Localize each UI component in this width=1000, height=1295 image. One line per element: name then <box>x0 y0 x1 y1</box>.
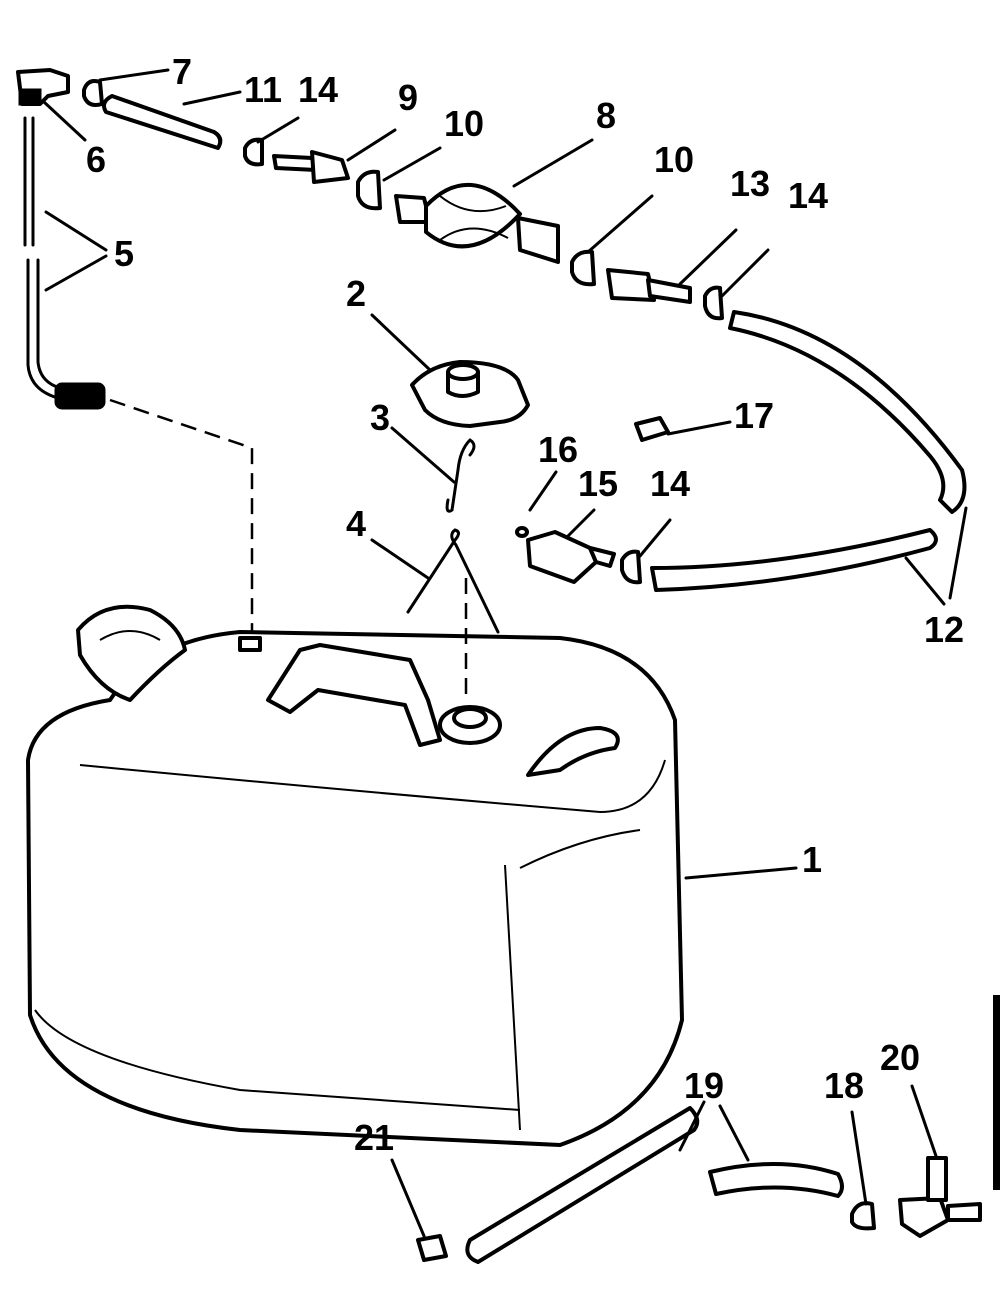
assembly-line-pickup <box>109 398 254 632</box>
callout-labels: 7 6 11 14 9 10 8 10 13 14 5 2 3 17 16 15… <box>86 51 964 1158</box>
callout-13: 13 <box>730 163 770 204</box>
clamp-10-left <box>356 169 382 211</box>
callout-4: 4 <box>346 503 366 544</box>
short-hose <box>102 94 223 150</box>
callout-18: 18 <box>824 1065 864 1106</box>
page-edge-bar <box>993 995 1000 1190</box>
clamp-21 <box>416 1234 448 1262</box>
callout-7: 7 <box>172 51 192 92</box>
hose-fitting-13 <box>606 268 692 304</box>
callout-6: 6 <box>86 139 106 180</box>
clamp-7 <box>82 79 104 107</box>
clamp-17 <box>634 416 670 442</box>
callout-14c: 14 <box>650 463 690 504</box>
spring-clip <box>406 528 500 634</box>
callout-5: 5 <box>114 233 134 274</box>
callout-14b: 14 <box>788 175 828 216</box>
callout-9: 9 <box>398 77 418 118</box>
elbow-fitting <box>16 68 70 106</box>
hook <box>445 438 476 513</box>
o-ring-16 <box>515 526 529 538</box>
clamp-18 <box>850 1201 876 1231</box>
callout-3: 3 <box>370 397 390 438</box>
callout-15: 15 <box>578 463 618 504</box>
callout-11: 11 <box>244 69 282 110</box>
primer-bulb <box>394 183 560 264</box>
callout-19: 19 <box>684 1065 724 1106</box>
filler-cap <box>410 360 530 428</box>
callout-17: 17 <box>734 395 774 436</box>
callout-21: 21 <box>354 1117 394 1158</box>
connector-15 <box>526 530 616 584</box>
long-hose <box>650 310 967 592</box>
fuel-tank <box>26 604 684 1147</box>
leader-lines <box>42 68 968 1238</box>
callout-14a: 14 <box>298 69 338 110</box>
callout-12: 12 <box>924 609 964 650</box>
callout-1: 1 <box>802 839 822 880</box>
callout-16: 16 <box>538 429 578 470</box>
callout-20: 20 <box>880 1037 920 1078</box>
pickup-tube <box>23 116 106 410</box>
connector-20 <box>898 1156 982 1238</box>
clamp-14-top <box>243 137 264 167</box>
callout-8: 8 <box>596 95 616 136</box>
clamp-14-right <box>703 285 724 321</box>
hose-19 <box>465 1106 844 1264</box>
callout-10b: 10 <box>654 139 694 180</box>
clamp-10-right <box>570 249 596 287</box>
clamp-14-mid <box>620 549 642 585</box>
hose-fitting-9 <box>272 150 350 184</box>
callout-10a: 10 <box>444 103 484 144</box>
callout-2: 2 <box>346 273 366 314</box>
